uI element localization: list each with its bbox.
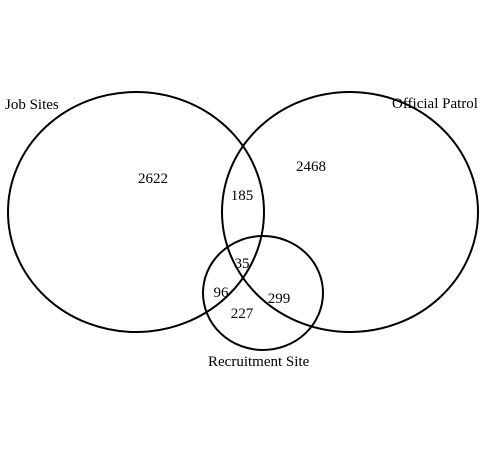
region-all-three: 35 [235,256,250,272]
job-sites-circle [7,91,265,333]
region-official-patrol-only: 2468 [296,159,326,175]
region-job-sites-only: 2622 [138,171,168,187]
recruitment-site-label: Recruitment Site [208,354,310,370]
official-patrol-circle [221,91,479,333]
job-sites-label: Job Sites [5,97,59,113]
region-recruitment-site-only: 227 [231,306,254,322]
region-job-sites-official-patrol: 185 [231,188,254,204]
region-job-sites-recruitment-site: 96 [214,285,230,301]
region-official-patrol-recruitment-site: 299 [268,291,291,307]
recruitment-site-circle [202,235,324,351]
official-patrol-label: Official Patrol [392,96,478,112]
